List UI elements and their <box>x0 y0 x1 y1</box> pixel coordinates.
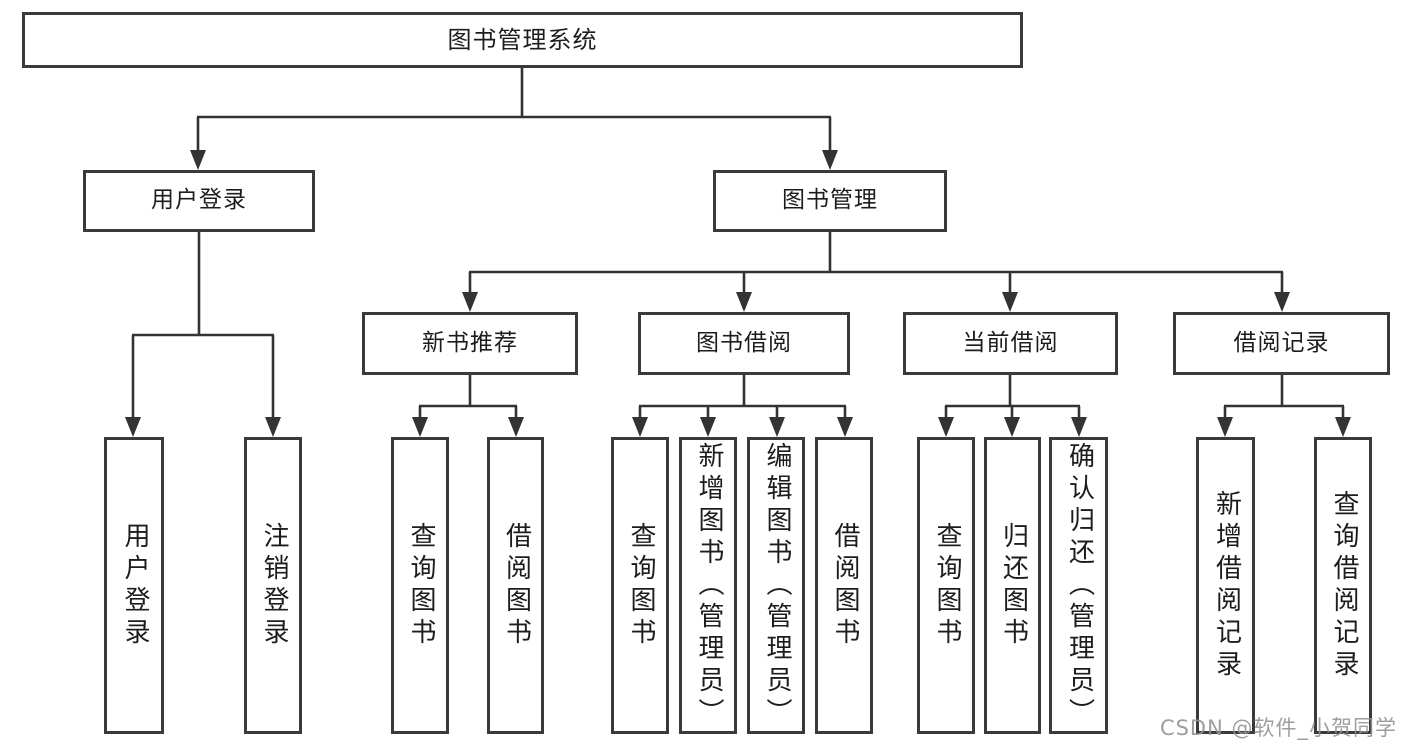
node-label-book-management: 图书管理 <box>782 187 878 214</box>
arrowhead-down-icon <box>1217 417 1233 437</box>
arrowhead-down-icon <box>700 417 716 437</box>
node-confirm-return-admin: 确认归还（管理员） <box>1049 437 1108 734</box>
node-query-books-current: 查询图书 <box>917 437 975 734</box>
arrowhead-down-icon <box>265 417 281 437</box>
node-root: 图书管理系统 <box>22 12 1023 68</box>
node-new-book-recommend: 新书推荐 <box>362 312 578 375</box>
node-label-add-borrow-record: 新增借阅记录 <box>1211 489 1242 682</box>
node-book-management: 图书管理 <box>713 170 947 232</box>
arrowhead-down-icon <box>412 417 428 437</box>
arrowhead-down-icon <box>837 417 853 437</box>
node-label-borrow-books-recommend: 借阅图书 <box>501 521 532 650</box>
node-label-query-borrow-record: 查询借阅记录 <box>1328 489 1359 682</box>
arrowhead-down-icon <box>462 292 478 312</box>
node-borrowing-records: 借阅记录 <box>1173 312 1390 375</box>
arrowhead-down-icon <box>1071 417 1087 437</box>
node-label-query-books-recommend: 查询图书 <box>405 521 436 650</box>
arrowhead-down-icon <box>1002 292 1018 312</box>
arrowhead-down-icon <box>1004 417 1020 437</box>
node-label-logout: 注销登录 <box>258 521 289 650</box>
node-query-books-recommend: 查询图书 <box>391 437 449 734</box>
node-add-books-admin: 新增图书（管理员） <box>679 437 737 734</box>
node-label-new-book-recommend: 新书推荐 <box>422 329 518 356</box>
arrowhead-down-icon <box>1335 417 1351 437</box>
node-label-confirm-return-admin: 确认归还（管理员） <box>1064 441 1095 730</box>
node-label-current-borrowing: 当前借阅 <box>962 329 1059 356</box>
node-label-query-books-borrowing: 查询图书 <box>625 521 656 650</box>
arrowhead-down-icon <box>1274 292 1290 312</box>
node-label-return-books: 归还图书 <box>998 521 1029 650</box>
node-query-borrow-record: 查询借阅记录 <box>1314 437 1372 734</box>
node-logout: 注销登录 <box>244 437 302 734</box>
node-label-edit-books-admin: 编辑图书（管理员） <box>761 441 792 730</box>
node-add-borrow-record: 新增借阅记录 <box>1196 437 1255 734</box>
node-label-query-books-current: 查询图书 <box>931 521 962 650</box>
arrowhead-down-icon <box>632 417 648 437</box>
node-book-borrowing: 图书借阅 <box>638 312 850 375</box>
node-query-books-borrowing: 查询图书 <box>611 437 669 734</box>
node-edit-books-admin: 编辑图书（管理员） <box>747 437 805 734</box>
arrowhead-down-icon <box>125 417 141 437</box>
node-user-login: 用户登录 <box>83 170 315 232</box>
node-label-borrowing-records: 借阅记录 <box>1233 329 1330 356</box>
node-borrow-books-recommend: 借阅图书 <box>487 437 544 734</box>
arrowhead-down-icon <box>938 417 954 437</box>
arrowhead-down-icon <box>736 292 752 312</box>
arrowhead-down-icon <box>769 417 785 437</box>
node-return-books: 归还图书 <box>984 437 1041 734</box>
node-label-borrow-books-borrowing: 借阅图书 <box>829 521 860 650</box>
node-label-user-login: 用户登录 <box>151 187 247 214</box>
arrowhead-down-icon <box>822 150 838 170</box>
node-label-root: 图书管理系统 <box>447 25 598 54</box>
arrowhead-down-icon <box>508 417 524 437</box>
node-label-add-books-admin: 新增图书（管理员） <box>693 441 724 730</box>
node-label-book-borrowing: 图书借阅 <box>696 329 792 356</box>
node-label-user-login-leaf: 用户登录 <box>119 521 150 650</box>
node-current-borrowing: 当前借阅 <box>903 312 1118 375</box>
node-borrow-books-borrowing: 借阅图书 <box>815 437 873 734</box>
arrowhead-down-icon <box>190 150 206 170</box>
node-user-login-leaf: 用户登录 <box>104 437 164 734</box>
watermark: CSDN @软件_小贺同学 <box>1159 716 1397 740</box>
